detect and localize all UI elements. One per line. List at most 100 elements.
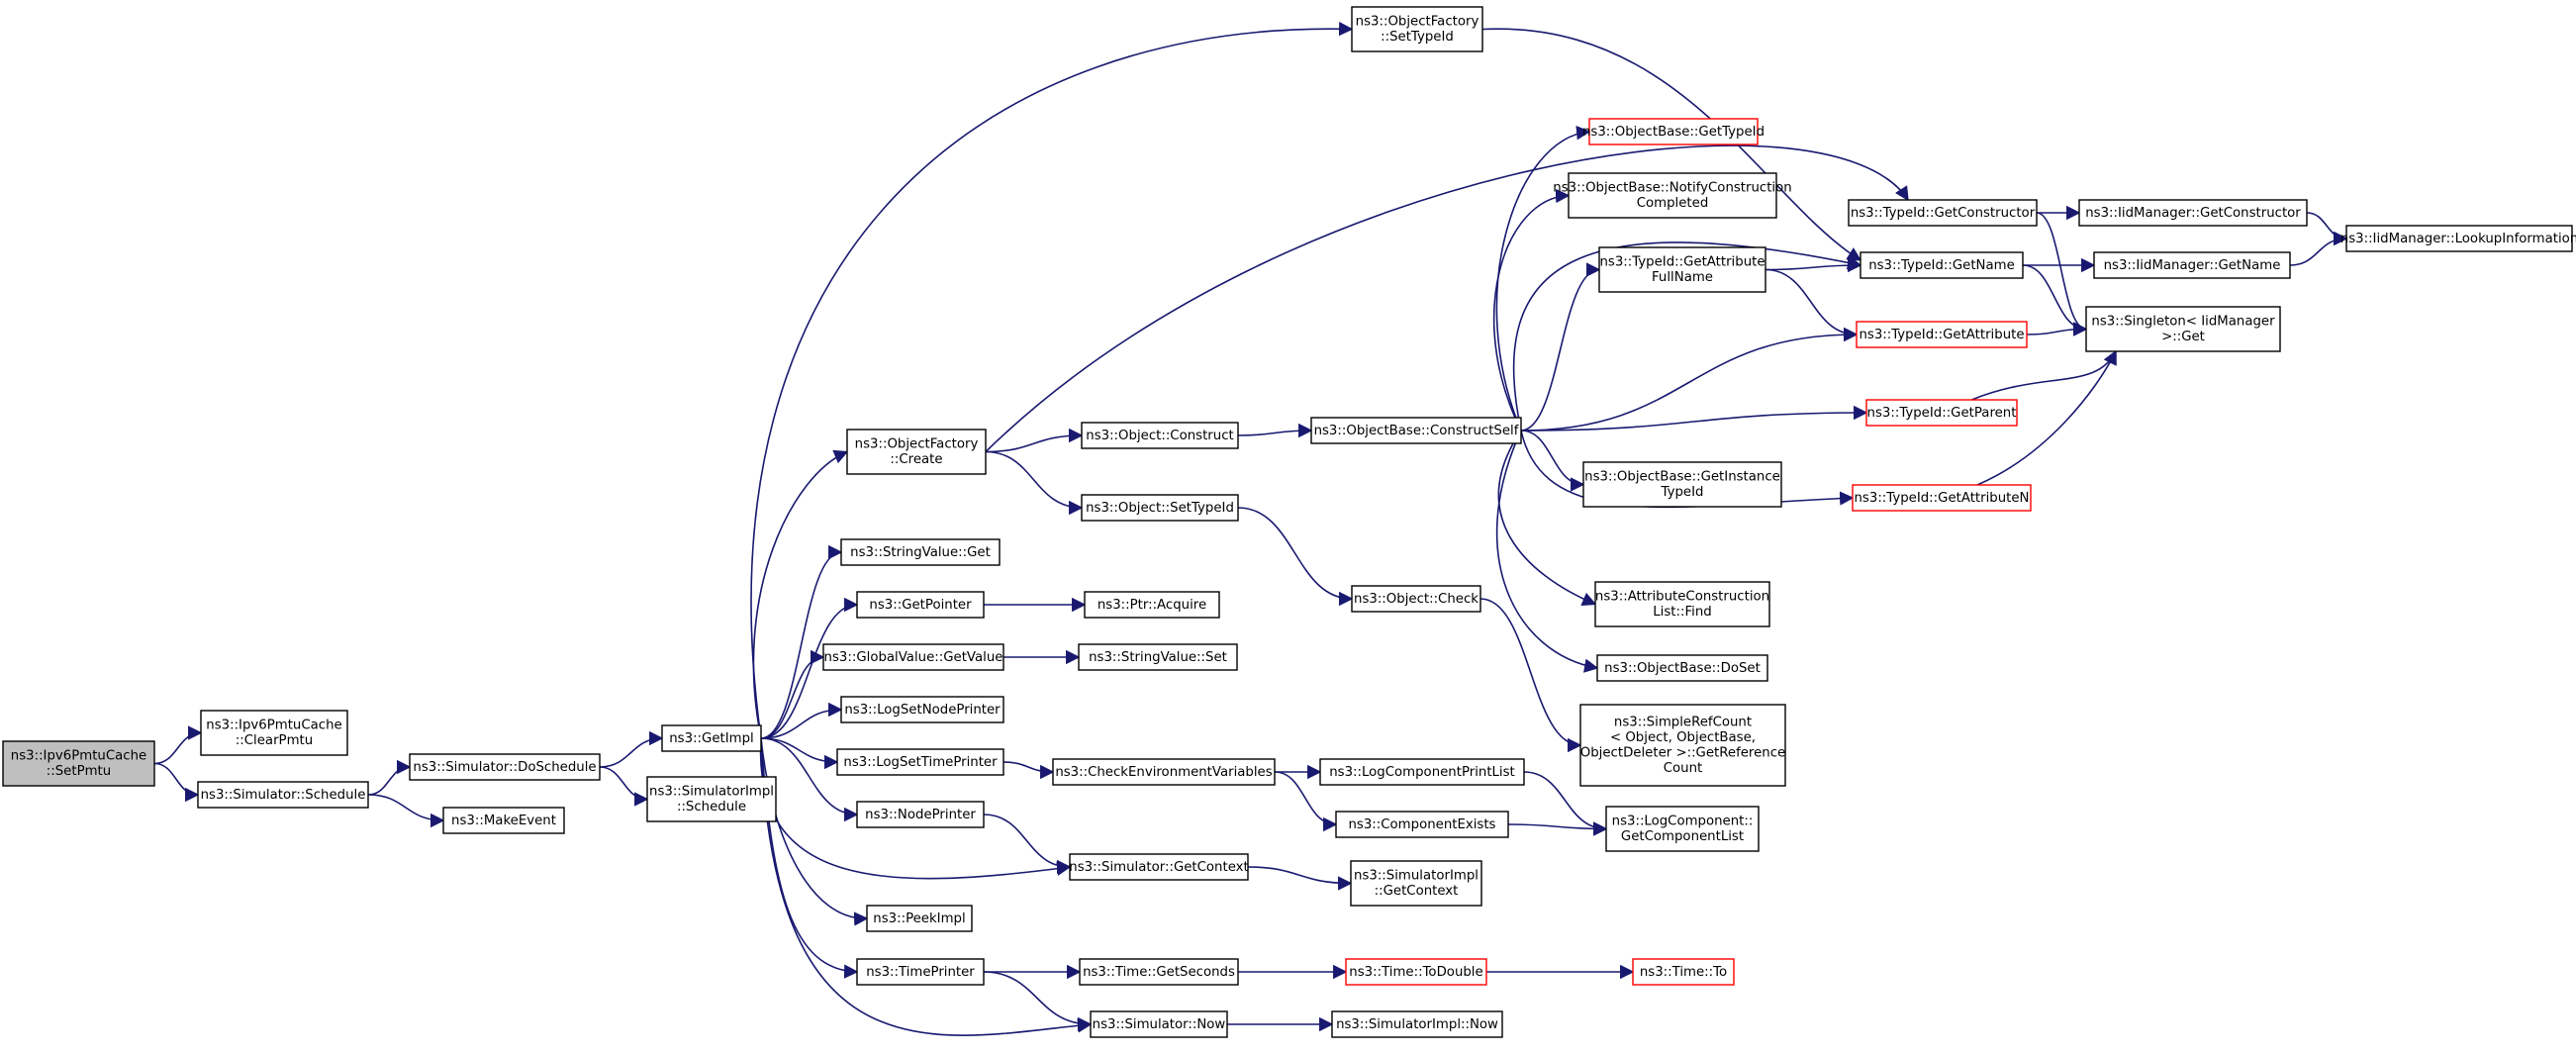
node-ofcreate[interactable]: ns3::ObjectFactory::Create — [846, 429, 987, 475]
node-strget[interactable]: ns3::StringValue::Get — [840, 538, 1001, 566]
edge-schedule-to-doschedule — [367, 759, 412, 796]
node-timeto[interactable]: ns3::Time::To — [1632, 958, 1735, 986]
node-label: ns3::Object::SetTypeId — [1086, 501, 1234, 516]
node-simnow[interactable]: ns3::Simulator::Now — [1090, 1010, 1228, 1038]
node-label: ns3::SimulatorImpl — [1354, 869, 1479, 884]
node-gvgetvalue[interactable]: ns3::GlobalValue::GetValue — [822, 643, 1004, 671]
node-getimpl[interactable]: ns3::GetImpl — [661, 724, 762, 752]
node-checkenv[interactable]: ns3::CheckEnvironmentVariables — [1052, 758, 1276, 786]
edge-constructself-to-obgettypeid — [1495, 126, 1591, 432]
edge-schedule-to-makeevent — [367, 794, 445, 828]
node-getattributen[interactable]: ns3::TypeId::GetAttributeN — [1852, 484, 2032, 512]
node-label: ::ClearPmtu — [236, 733, 313, 748]
edge-simgetcontext-to-implgetcontext — [1247, 866, 1353, 891]
node-timetodouble[interactable]: ns3::Time::ToDouble — [1345, 958, 1487, 986]
node-label: ns3::TypeId::GetAttribute — [1859, 328, 2024, 342]
node-box — [1582, 461, 1782, 508]
node-nodeprinter[interactable]: ns3::NodePrinter — [856, 801, 985, 828]
node-getparent[interactable]: ns3::TypeId::GetParent — [1865, 399, 2018, 427]
node-box — [856, 591, 985, 619]
node-box — [856, 801, 985, 828]
node-label: ns3::ObjectBase::GetInstance — [1584, 470, 1780, 485]
node-label: ns3::Ptr::Acquire — [1097, 598, 1206, 613]
node-implschedule[interactable]: ns3::SimulatorImpl::Schedule — [646, 776, 777, 822]
node-objconstruct[interactable]: ns3::Object::Construct — [1081, 422, 1239, 449]
node-label: ::Schedule — [677, 800, 746, 815]
node-notifyconstr[interactable]: ns3::ObjectBase::NotifyConstructionCompl… — [1553, 172, 1792, 219]
node-getattribute[interactable]: ns3::TypeId::GetAttribute — [1856, 321, 2028, 348]
edge-getattrfull-to-getattribute — [1765, 268, 1859, 342]
node-getconstructor[interactable]: ns3::TypeId::GetConstructor — [1848, 199, 2038, 227]
node-label: ns3::LogSetNodePrinter — [844, 703, 1001, 718]
node-box — [2093, 251, 2291, 279]
node-simplerefcount[interactable]: ns3::SimpleRefCount< Object, ObjectBase,… — [1579, 704, 1786, 787]
node-getname[interactable]: ns3::TypeId::GetName — [1860, 251, 2024, 279]
node-label: ns3::AttributeConstruction — [1595, 590, 1769, 605]
node-label: ns3::Object::Check — [1354, 592, 1479, 607]
node-singletonget[interactable]: ns3::Singleton< IidManager>::Get — [2085, 306, 2281, 352]
node-implgetcontext[interactable]: ns3::SimulatorImpl::GetContext — [1350, 860, 1482, 907]
node-getcomplist[interactable]: ns3::LogComponent::GetComponentList — [1605, 806, 1760, 852]
node-ptracquire[interactable]: ns3::Ptr::Acquire — [1084, 591, 1220, 619]
edge-objsettypeid-to-objcheck — [1237, 507, 1354, 607]
node-label: ns3::ObjectBase::GetTypeId — [1582, 125, 1765, 140]
node-iidgetname[interactable]: ns3::IidManager::GetName — [2093, 251, 2291, 279]
node-label: ::SetPmtu — [47, 764, 111, 779]
node-iidgetconstructor[interactable]: ns3::IidManager::GetConstructor — [2078, 199, 2308, 227]
node-label: ns3::PeekImpl — [873, 911, 965, 926]
edge-logsettime-to-checkenv — [1002, 761, 1055, 780]
node-label: ns3::TimePrinter — [866, 965, 975, 980]
edge-constructself-to-attrconstrfind — [1497, 430, 1597, 607]
node-label: ::Create — [890, 452, 942, 467]
node-makeevent[interactable]: ns3::MakeEvent — [442, 807, 565, 834]
node-box — [1568, 172, 1777, 219]
edge-getattrfull-to-getname — [1765, 257, 1862, 273]
node-box — [1605, 806, 1760, 852]
node-label: ns3::TypeId::GetName — [1868, 258, 2015, 273]
node-timeprinter[interactable]: ns3::TimePrinter — [856, 958, 985, 986]
node-box — [822, 643, 1004, 671]
node-box — [646, 776, 777, 822]
node-strset[interactable]: ns3::StringValue::Set — [1078, 643, 1238, 671]
node-constructself[interactable]: ns3::ObjectBase::ConstructSelf — [1310, 417, 1522, 444]
node-implnow[interactable]: ns3::SimulatorImpl::Now — [1331, 1010, 1503, 1038]
node-objcheck[interactable]: ns3::Object::Check — [1351, 585, 1481, 613]
node-label: ns3::ObjectBase::NotifyConstruction — [1553, 181, 1791, 196]
node-box — [1335, 811, 1509, 838]
node-ofsettypeid[interactable]: ns3::ObjectFactory::SetTypeId — [1351, 6, 1483, 52]
node-clearpmtu[interactable]: ns3::Ipv6PmtuCache::ClearPmtu — [200, 710, 348, 756]
node-box — [2, 740, 155, 787]
node-doschedule[interactable]: ns3::Simulator::DoSchedule — [409, 753, 601, 781]
edge-ofsettypeid-to-getname — [1481, 28, 1862, 261]
node-doset[interactable]: ns3::ObjectBase::DoSet — [1596, 654, 1768, 682]
node-timegetseconds[interactable]: ns3::Time::GetSeconds — [1079, 958, 1239, 986]
node-obgettypeid[interactable]: ns3::ObjectBase::GetTypeId — [1582, 118, 1765, 145]
node-compexists[interactable]: ns3::ComponentExists — [1335, 811, 1509, 838]
node-label: ns3::TypeId::GetParent — [1867, 406, 2017, 421]
node-box — [866, 905, 973, 932]
node-label: FullName — [1652, 270, 1713, 285]
node-logsettime[interactable]: ns3::LogSetTimePrinter — [836, 748, 1004, 776]
node-label: ns3::MakeEvent — [451, 814, 556, 828]
edge-setpmtu-to-schedule — [153, 762, 200, 803]
node-box — [1588, 118, 1759, 145]
node-label: ns3::TypeId::GetAttributeN — [1855, 491, 2030, 506]
node-setpmtu[interactable]: ns3::Ipv6PmtuCache::SetPmtu — [2, 740, 155, 787]
node-label: GetComponentList — [1621, 829, 1744, 844]
node-logcompprint[interactable]: ns3::LogComponentPrintList — [1319, 758, 1525, 786]
node-logsetnode[interactable]: ns3::LogSetNodePrinter — [840, 696, 1004, 723]
node-box — [1090, 1010, 1228, 1038]
node-lookupinfo[interactable]: ns3::IidManager::LookupInformation — [2340, 225, 2576, 252]
node-simgetcontext[interactable]: ns3::Simulator::GetContext — [1069, 853, 1249, 881]
edge-doschedule-to-implschedule — [599, 766, 649, 807]
node-label: ns3::ComponentExists — [1348, 817, 1495, 832]
node-getpointer[interactable]: ns3::GetPointer — [856, 591, 985, 619]
edge-constructself-to-getattrfull — [1520, 262, 1601, 432]
node-peekimpl[interactable]: ns3::PeekImpl — [866, 905, 973, 932]
node-schedule[interactable]: ns3::Simulator::Schedule — [197, 781, 369, 809]
node-objsettypeid[interactable]: ns3::Object::SetTypeId — [1081, 494, 1239, 522]
node-label: List::Find — [1653, 605, 1711, 620]
